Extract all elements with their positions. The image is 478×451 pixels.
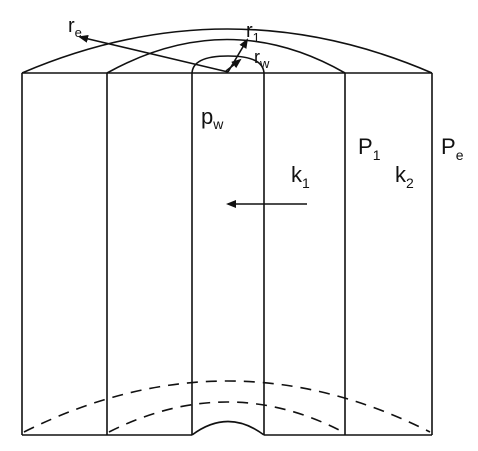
label-r-w: rw (254, 47, 270, 71)
radius-rw-arrow (225, 58, 242, 72)
radius-re-arrow (78, 34, 229, 73)
outer-cylinder-bottom-hidden-arc (23, 380, 431, 433)
inner-zone-bottom-hidden-arc (108, 401, 344, 433)
label-r-1: r1 (246, 20, 260, 45)
label-k-1: k1 (291, 162, 310, 191)
inner-zone-top-arc (106, 38, 346, 74)
label-r-e: re (68, 15, 82, 40)
label-P-1: P1 (358, 134, 381, 163)
label-p-w: pw (201, 104, 224, 132)
label-P-e: Pe (441, 134, 464, 163)
label-k-2: k2 (395, 162, 414, 191)
wellbore-top-arc (191, 55, 265, 75)
wellbore-bottom-arc (191, 420, 265, 436)
outer-cylinder-top-arc (21, 28, 433, 74)
